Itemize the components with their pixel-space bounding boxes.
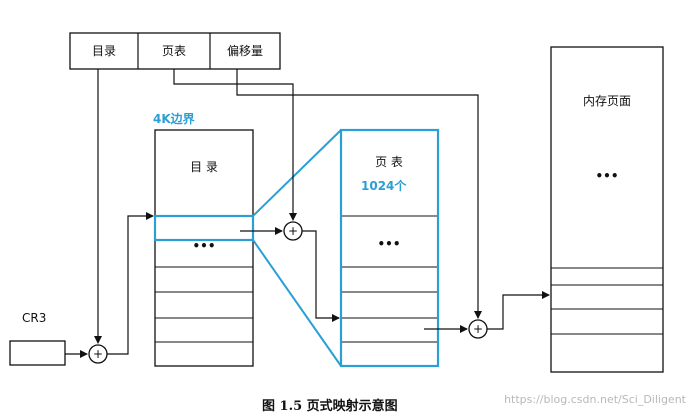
linear-address: 目录 页表 偏移量	[69, 32, 281, 70]
address-offset-label: 偏移量	[227, 43, 263, 58]
arrow-offset-to-adder3	[236, 69, 482, 319]
arrow-adder3-to-memory	[487, 291, 550, 330]
page-table: 页 表 1024个 •••	[339, 128, 440, 368]
memory-page: 内存页面 •••	[550, 46, 664, 373]
directory-entry-highlight	[153, 214, 255, 242]
adder-3-symbol: +	[473, 322, 483, 336]
watermark: https://blog.csdn.net/Sci_Diligent	[504, 393, 687, 406]
cr3-label: CR3	[22, 311, 46, 325]
page-table-title: 页 表	[375, 155, 403, 169]
figure-caption: 图 1.5 页式映射示意图	[262, 398, 398, 414]
page-table-count: 1024个	[361, 178, 407, 193]
arrow-table-to-adder2	[173, 69, 297, 221]
directory-dots: •••	[192, 239, 215, 253]
adder-2-symbol: +	[288, 224, 298, 238]
arrow-adder1-to-directory	[107, 212, 154, 355]
memory-page-dots: •••	[595, 169, 618, 183]
address-dir-label: 目录	[92, 44, 116, 58]
page-table-highlight	[339, 128, 440, 368]
address-table-label: 页表	[162, 44, 186, 58]
page-directory: 4K边界 目 录 •••	[153, 111, 255, 367]
boundary-label: 4K边界	[153, 111, 195, 126]
page-table-dots: •••	[377, 237, 400, 251]
cr3-register: CR3	[9, 311, 66, 366]
adder-1-symbol: +	[93, 347, 103, 361]
memory-page-title: 内存页面	[583, 94, 631, 108]
projection-line-top	[252, 129, 342, 217]
adder-3: +	[468, 319, 488, 339]
arrow-adder2-to-pagetable	[302, 230, 340, 322]
directory-title: 目 录	[190, 160, 218, 174]
adder-1: +	[88, 344, 108, 364]
flow-arrows	[65, 69, 550, 358]
projection-line-bottom	[252, 239, 342, 367]
adder-2: +	[283, 221, 303, 241]
